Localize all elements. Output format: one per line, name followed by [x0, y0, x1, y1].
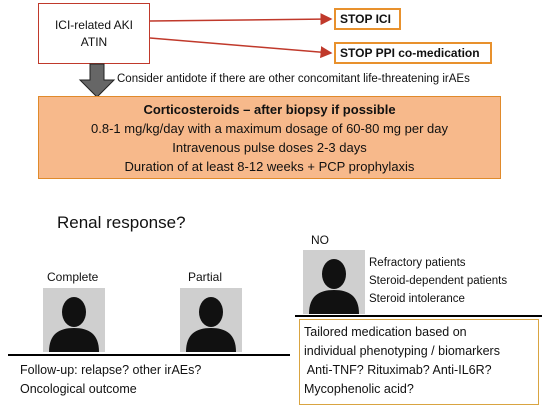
tailored-medication-box: Tailored medication based on individual …	[299, 319, 539, 405]
corticosteroids-title: Corticosteroids – after biopsy if possib…	[143, 102, 396, 117]
no-response-list: Refractory patients Steroid-dependent pa…	[369, 254, 507, 308]
corticosteroids-box: Corticosteroids – after biopsy if possib…	[38, 96, 501, 179]
ici-aki-box: ICI-related AKI ATIN	[38, 3, 150, 64]
no-label: NO	[311, 233, 329, 247]
tailored-line-1: Tailored medication based on	[304, 325, 467, 339]
corticosteroids-duration: Duration of at least 8-12 weeks + PCP pr…	[124, 159, 415, 174]
complete-avatar-icon	[43, 288, 105, 352]
left-divider	[8, 354, 290, 356]
right-divider	[295, 315, 542, 317]
no-avatar-icon	[303, 250, 365, 314]
corticosteroids-pulse: Intravenous pulse doses 2-3 days	[172, 140, 367, 155]
complete-label: Complete	[47, 270, 99, 284]
followup-text: Follow-up: relapse? other irAEs? Oncolog…	[20, 361, 201, 399]
tailored-line-3: Anti-TNF? Rituximab? Anti-IL6R?	[304, 363, 492, 377]
corticosteroids-dose: 0.8-1 mg/kg/day with a maximum dosage of…	[91, 121, 448, 136]
stop-ppi-box: STOP PPI co-medication	[334, 42, 492, 64]
followup-line-2: Oncological outcome	[20, 382, 137, 396]
followup-line-1: Follow-up: relapse? other irAEs?	[20, 363, 202, 377]
arrow-to-stop-ici	[149, 13, 333, 26]
atin-label: ATIN	[80, 34, 108, 49]
ici-aki-label: ICI-related AKI	[54, 17, 134, 32]
antidote-note: Consider antidote if there are other con…	[117, 73, 470, 85]
red-arrows	[78, 13, 333, 98]
no-list-item: Steroid-dependent patients	[369, 275, 508, 287]
partial-label: Partial	[188, 270, 223, 284]
tailored-line-4: Mycophenolic acid?	[304, 382, 414, 396]
stop-ppi-label: STOP PPI co-medication	[340, 46, 480, 60]
tailored-line-2: individual phenotyping / biomarkers	[304, 344, 500, 358]
stop-ici-box: STOP ICI	[334, 8, 401, 30]
no-list-item: Refractory patients	[369, 257, 466, 269]
renal-response-label: Renal response?	[57, 213, 186, 232]
down-arrow-icon	[78, 63, 116, 98]
partial-avatar-icon	[180, 288, 242, 352]
no-list-item: Steroid intolerance	[369, 293, 465, 305]
stop-ici-label: STOP ICI	[340, 12, 391, 26]
arrow-to-stop-ppi	[149, 37, 333, 59]
